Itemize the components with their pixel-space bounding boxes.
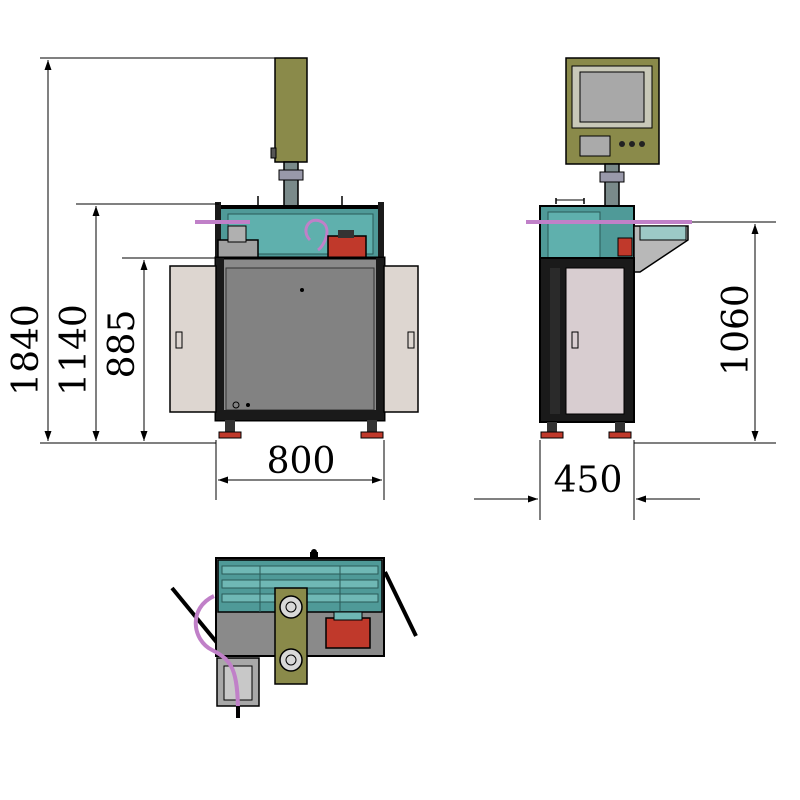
top-pump [325, 617, 371, 649]
front-panel-box [274, 57, 308, 163]
front-pump [327, 235, 367, 259]
top-right-door [383, 571, 418, 637]
front-width-label: 800 [267, 441, 336, 482]
front-left-door [169, 265, 217, 413]
side-height-label: 1060 [716, 284, 757, 376]
top-fan-upper [279, 595, 303, 619]
overall-height-label: 1840 [6, 304, 47, 396]
front-right-door [383, 265, 419, 413]
table-height-label: 885 [102, 310, 143, 379]
front-view [169, 57, 419, 439]
front-dimensions [40, 57, 385, 500]
front-hose [304, 218, 329, 252]
top-hose [193, 594, 240, 715]
side-depth-label: 450 [554, 460, 623, 501]
upper-height-label: 1140 [54, 304, 95, 396]
top-fan-lower [279, 648, 303, 672]
side-view [526, 57, 692, 439]
side-dimensions [474, 221, 776, 520]
top-view [170, 549, 418, 718]
